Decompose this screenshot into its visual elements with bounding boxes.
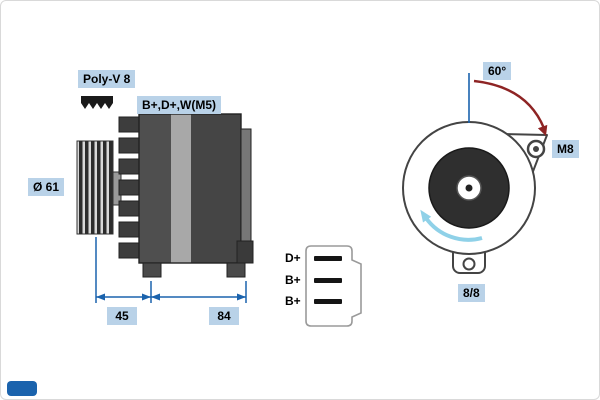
housing-rear-section [191,114,241,263]
alternator-rear-view [402,121,548,274]
connector-diagram [305,245,362,327]
rotation-arc [424,216,483,242]
dimension-lines [95,237,247,303]
swing-arc [473,79,547,132]
pulley-diameter-label: Ø 61 [28,178,65,196]
dim-arrowhead-right [237,293,246,301]
dim-arrowhead [142,293,151,301]
pin-label-bplus1: B+ [285,273,301,287]
swing-arc-arrowhead [537,124,548,136]
alternator-side-view [118,106,254,278]
pulley-groove [103,141,107,234]
housing-light-band [171,114,191,263]
swing-angle-indicator [468,73,548,136]
dimension-45-label: 45 [107,307,137,325]
shaft-center-dot [465,184,473,192]
connector-pin [314,256,342,261]
swing-angle-label: 60° [483,62,512,80]
housing-front-section [139,114,171,263]
pulley-side-view [76,140,122,235]
brand-badge [7,381,37,396]
dim-arrowhead [151,293,160,301]
pin-label-bplus2: B+ [285,294,301,308]
pulley-groove [97,141,101,234]
rotation-direction-arrow [420,209,483,242]
connector-pin [314,299,342,304]
pulley-groove [109,141,113,234]
dim-arrowhead-left [96,293,105,301]
bolt-size-label: M8 [552,140,579,158]
dimension-84-label: 84 [209,307,239,325]
pulley-groove [91,141,95,234]
connector-pin [314,278,342,283]
rotation-arrowhead [420,209,432,223]
belt-profile-icon [81,96,113,109]
pulley-ratio-label: 8/8 [458,284,485,302]
m8-bolt-hole-center [533,146,539,152]
terminals-label: B+,D+,W(M5) [137,96,222,114]
pulley-groove [85,141,89,234]
rear-bracket [236,240,254,264]
mounting-foot-front [142,262,162,278]
mounting-foot-rear [226,262,246,278]
lug-hole [462,257,476,271]
connector-outline [305,245,362,327]
rear-end-cap [240,128,252,250]
pin-label-dplus: D+ [285,251,301,265]
pulley-groove [79,141,83,234]
belt-type-label: Poly-V 8 [78,70,136,88]
belt-profile-shape [81,96,113,109]
cooling-fins [118,116,140,259]
pulley-body [76,140,114,235]
